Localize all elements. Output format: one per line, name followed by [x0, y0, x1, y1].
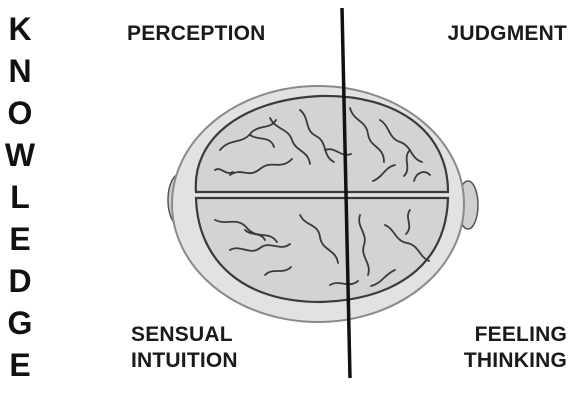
judgment-label: JUDGMENT [448, 22, 567, 46]
thinking-label: THINKING [464, 349, 567, 373]
perception-label: PERCEPTION [127, 22, 266, 46]
sensual-label: SENSUAL [131, 323, 233, 347]
feeling-label: FEELING [475, 323, 567, 347]
intuition-label: INTUITION [131, 349, 238, 373]
